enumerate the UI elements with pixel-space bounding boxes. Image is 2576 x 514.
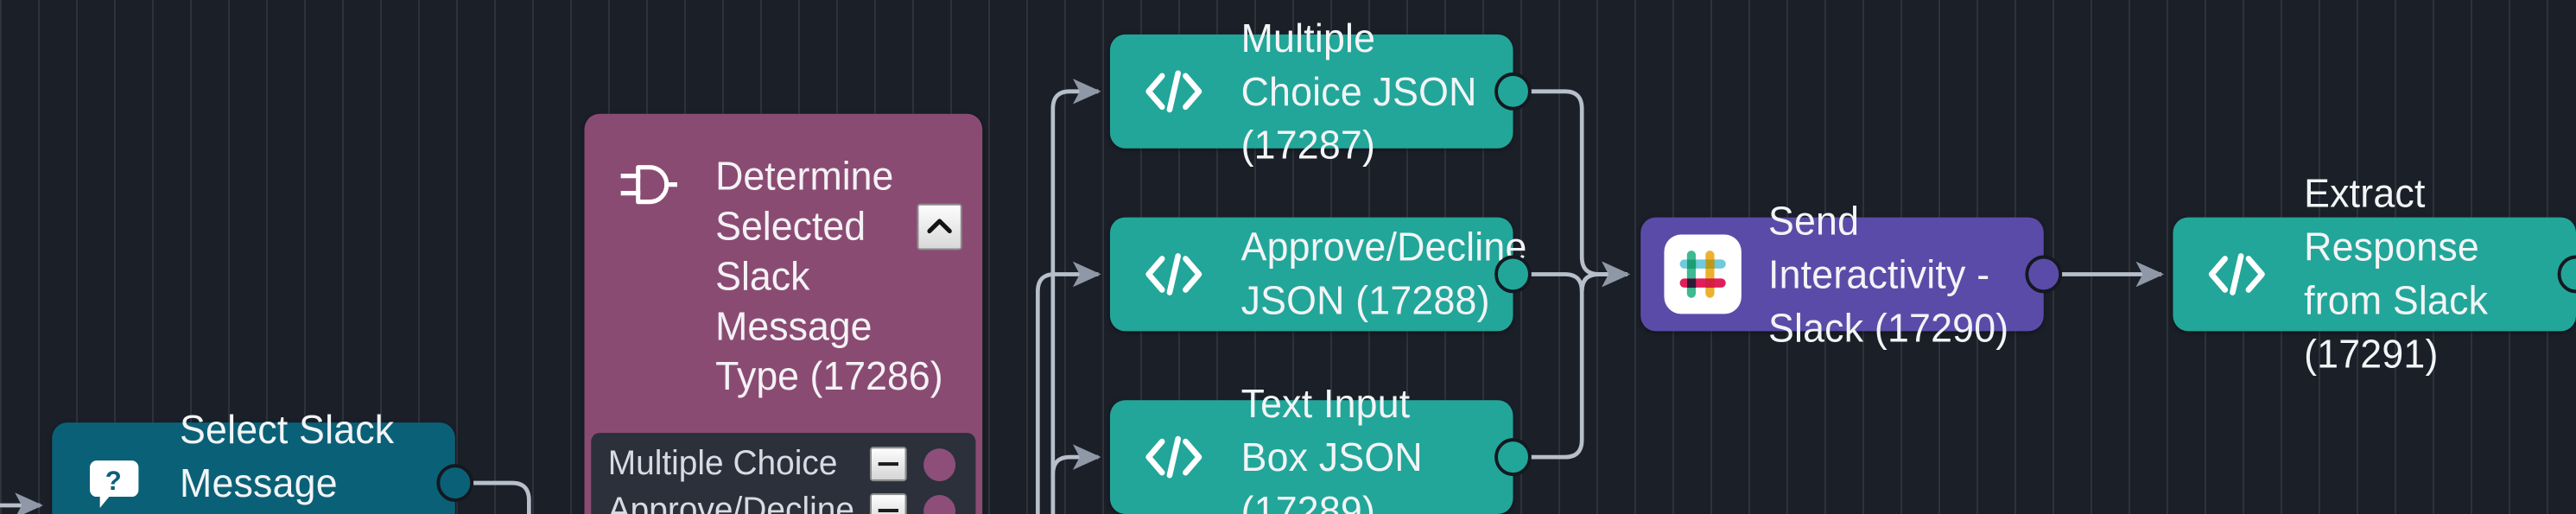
- output-port[interactable]: [436, 464, 474, 503]
- edge-17287-to-17290: [1516, 89, 1630, 288]
- node-determine-selected-slack-message-type[interactable]: Determine Selected Slack Message Type (1…: [584, 113, 983, 514]
- minus-icon[interactable]: [869, 447, 907, 482]
- output-port[interactable]: [2025, 255, 2063, 294]
- code-icon: [1144, 252, 1204, 297]
- node-label: Extract Response from Slack (17291): [2304, 170, 2489, 377]
- node-label: Select Slack Message Type (17285): [180, 406, 409, 514]
- node-multiple-choice-json[interactable]: Multiple Choice JSON (17287): [1109, 15, 1532, 167]
- output-port[interactable]: [1494, 72, 1532, 111]
- edge-17285-to-17286: [458, 480, 531, 514]
- node-label: Approve/Decline JSON (17288): [1240, 224, 1527, 323]
- output-port[interactable]: [923, 447, 956, 481]
- edge-17289-to-17290: [1516, 261, 1630, 460]
- output-port[interactable]: [2557, 255, 2576, 294]
- slack-icon: [1664, 234, 1742, 314]
- branch-output-row[interactable]: Multiple Choice: [591, 443, 975, 485]
- edge-17286-text-input-box-to-17289: [1050, 444, 1101, 514]
- node-send-interactivity-slack[interactable]: Send Interactivity - Slack (17290): [1640, 198, 2063, 349]
- output-port[interactable]: [1494, 255, 1532, 294]
- edge-17286-multiple-choice-to-17287: [1050, 79, 1101, 514]
- node-approve-decline-json[interactable]: Approve/Decline JSON (17288): [1109, 217, 1532, 332]
- branch-output-label: Approve/Decline: [607, 491, 854, 514]
- svg-text:?: ?: [105, 465, 122, 496]
- code-icon: [2206, 252, 2267, 297]
- node-extract-response-from-slack[interactable]: Extract Response from Slack (17291): [2173, 171, 2576, 376]
- logic-gate-icon: [618, 159, 678, 211]
- node-select-slack-message-type[interactable]: ? Select Slack Message Type (17285): [52, 406, 474, 514]
- node-label: Multiple Choice JSON (17287): [1240, 14, 1477, 167]
- code-icon: [1144, 69, 1204, 114]
- collapse-node-button[interactable]: [917, 203, 962, 251]
- question-bubble-icon: ?: [86, 454, 143, 512]
- edge-17286-approve-decline-to-17288: [1036, 261, 1101, 514]
- node-label: Text Input Box JSON (17289): [1240, 380, 1423, 514]
- branch-node-header: Determine Selected Slack Message Type (1…: [584, 114, 982, 433]
- output-port[interactable]: [1494, 438, 1532, 477]
- branch-output-row[interactable]: Approve/Decline: [591, 490, 975, 514]
- code-icon: [1144, 435, 1204, 479]
- minus-icon[interactable]: [869, 493, 907, 514]
- branch-output-label: Multiple Choice: [607, 444, 838, 483]
- branch-node-title: Determine Selected Slack Message Type (1…: [715, 153, 943, 399]
- node-text-input-box-json[interactable]: Text Input Box JSON (17289): [1109, 380, 1532, 514]
- output-port[interactable]: [923, 494, 956, 514]
- node-label: Send Interactivity - Slack (17290): [1767, 197, 2009, 350]
- edge-17288-to-17290: [1516, 261, 1630, 294]
- branch-output-list: Multiple Choice Approve/Decline Text Inp…: [591, 433, 976, 514]
